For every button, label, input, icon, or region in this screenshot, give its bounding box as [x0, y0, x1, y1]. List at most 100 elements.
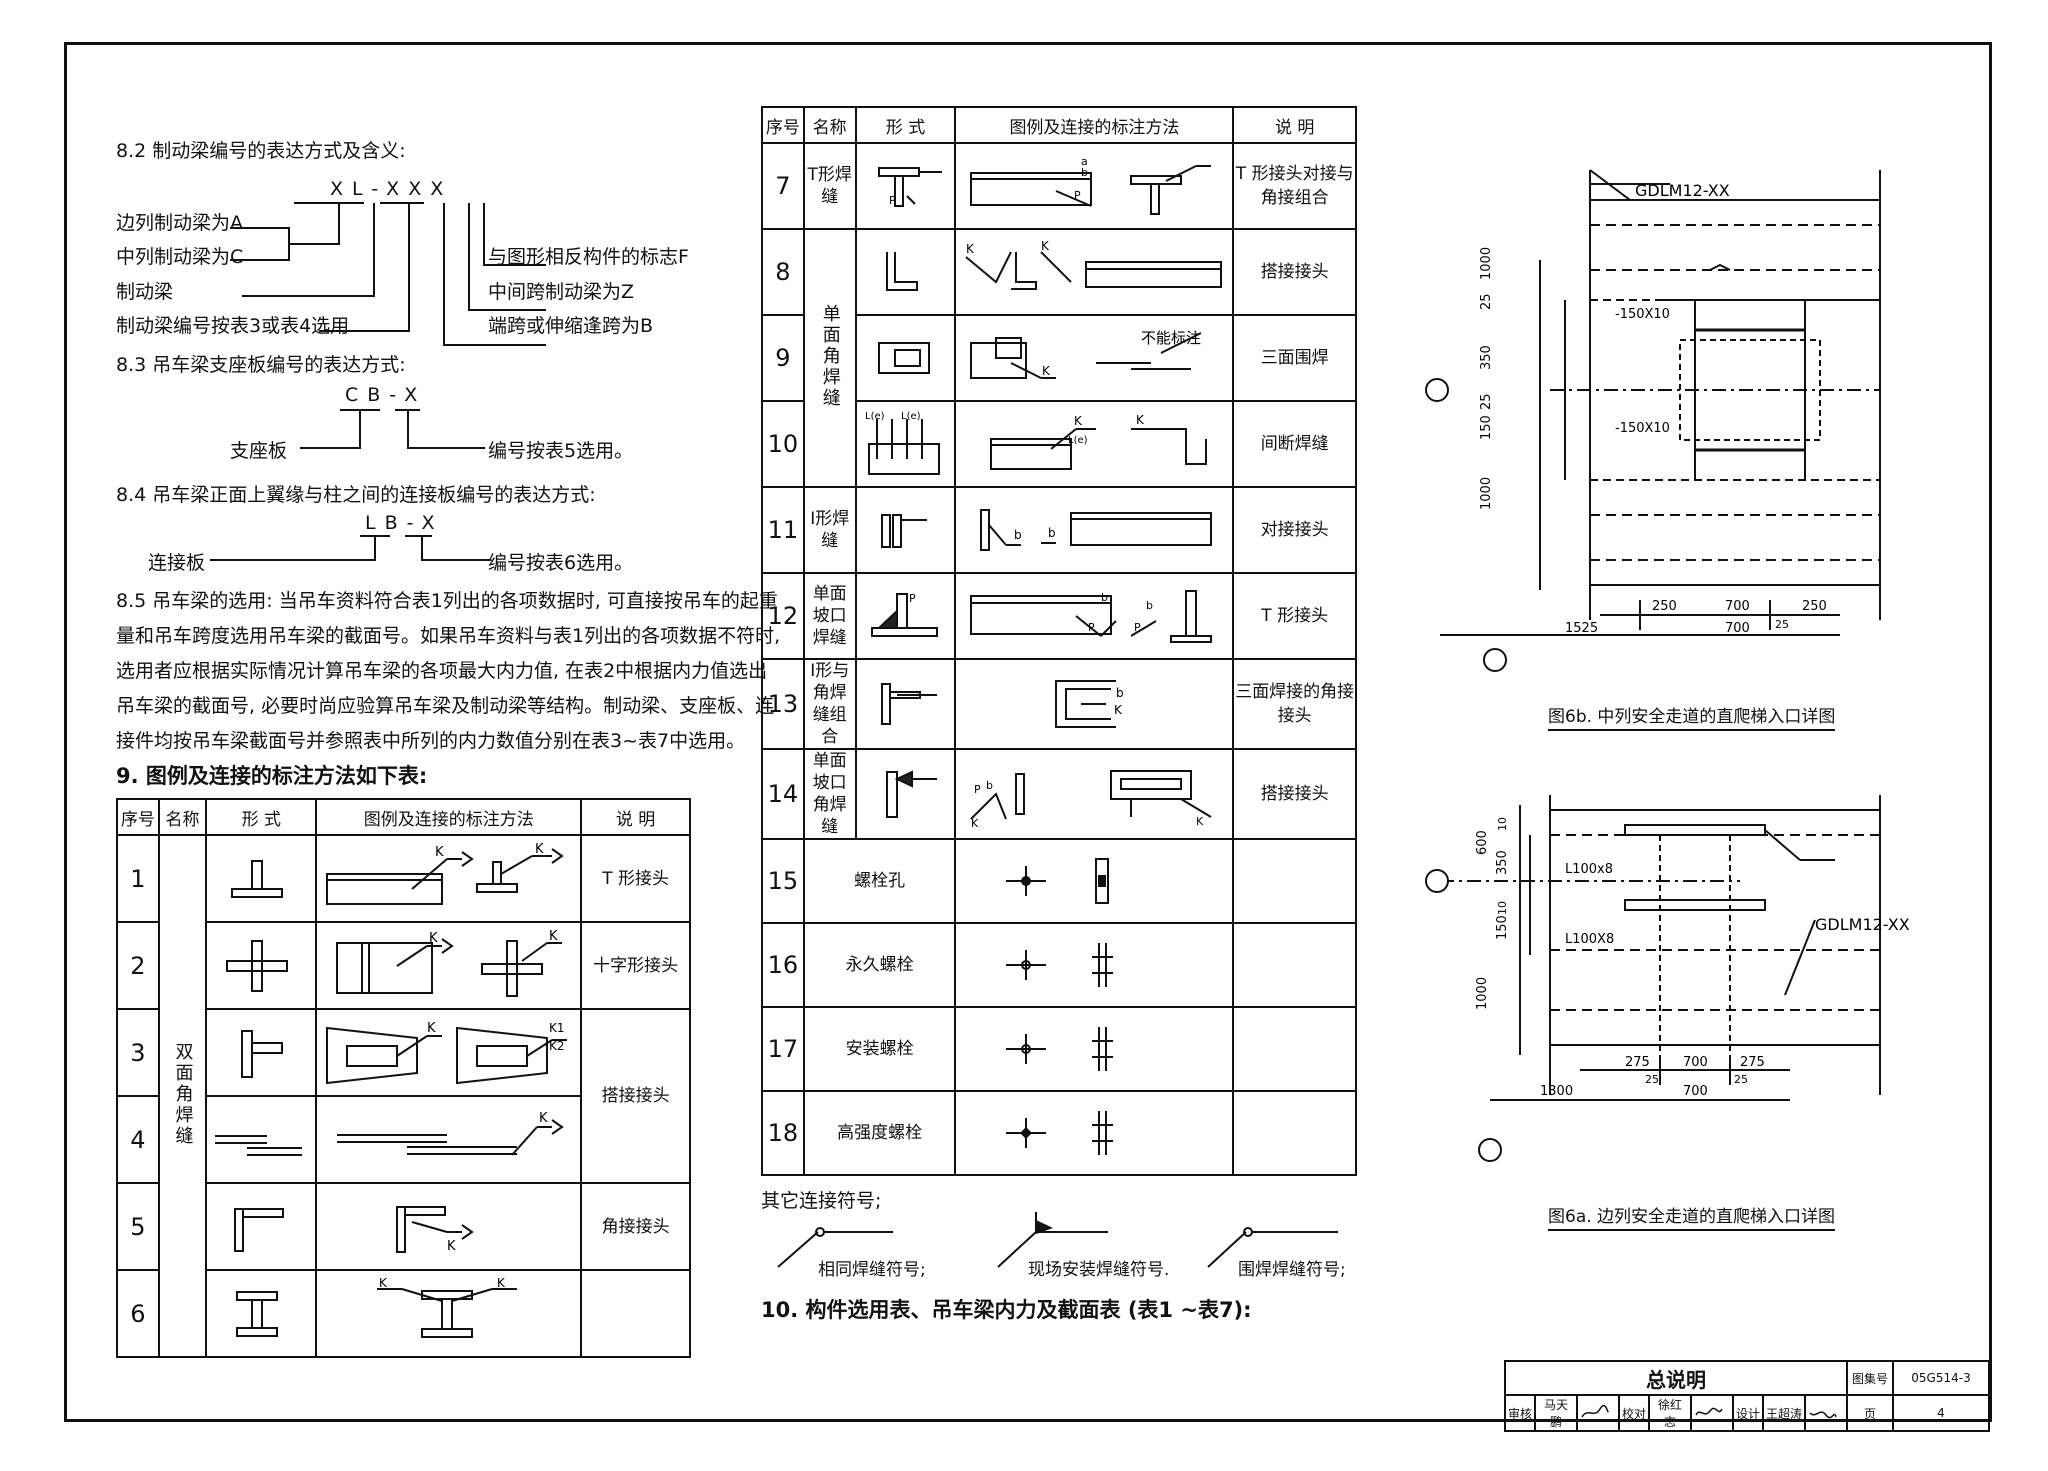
table-row: 4 K [116, 1095, 690, 1184]
dim-label: 25 [1645, 1073, 1659, 1086]
fig6b-plate-label: -150X10 [1615, 421, 1670, 436]
fig6a-caption: 图6a. 边列安全走道的直爬梯入口详图 [1548, 1202, 1836, 1231]
table-row: 5 K 角接接头 [116, 1182, 691, 1271]
col-header-no: 序号 [761, 106, 805, 144]
row-no: 2 [116, 921, 160, 1010]
row-name: 高强度螺栓 [802, 1090, 957, 1176]
no-mark-label: 不能标注 [1141, 329, 1201, 347]
dim-label: 150 [1495, 915, 1510, 940]
table-row: 18 高强度螺栓 [761, 1090, 1357, 1176]
title-block-title: 总说明 [1504, 1360, 1848, 1396]
k-label: K [971, 817, 979, 830]
s85-line-2: 量和吊车跨度选用吊车梁的截面号。如果吊车资料与表1列出的各项数据不符时, [116, 625, 781, 647]
k-label: K [1136, 413, 1145, 427]
fig6a-angle-label-2: L100X8 [1565, 932, 1614, 947]
s85-line-4: 吊车梁的截面号, 必要时尚应验算吊车梁及制动梁等结构。制动梁、支座板、连 [116, 695, 775, 717]
method-sketch: K [315, 1095, 583, 1184]
s82-right-1: 与图形相反构件的标志F [488, 246, 689, 268]
row-desc: 三面围焊 [1232, 314, 1357, 402]
dim-label: 350 [1479, 345, 1494, 370]
reviewer-signature [1575, 1394, 1620, 1432]
s9-title: 9. 图例及连接的标注方法如下表: [116, 764, 428, 788]
row-desc [580, 1269, 691, 1358]
atlas-number: 05G514-3 [1892, 1360, 1990, 1396]
row-name: 单面坡口角焊缝 [802, 748, 857, 840]
method-sketch: K [315, 1182, 583, 1271]
s82-left-3: 制动梁 [116, 281, 174, 303]
group-name-cell: 双面角焊缝 [157, 834, 208, 1358]
k2-label: K2 [549, 1039, 565, 1053]
dim-label: 1300 [1540, 1084, 1573, 1099]
col-header-no: 序号 [116, 798, 160, 836]
b-label: b [986, 779, 993, 792]
row-no: 3 [116, 1008, 160, 1097]
dim-label: 250 [1802, 599, 1827, 614]
check-label: 校对 [1617, 1394, 1650, 1432]
review-label: 审核 [1504, 1394, 1536, 1432]
form-sketch: L(e)L(e) [854, 400, 957, 488]
form-sketch [205, 834, 318, 923]
s83-code: CB-X [345, 384, 427, 406]
row-no: 5 [116, 1182, 160, 1271]
dim-label: 350 [1495, 850, 1510, 875]
row-no: 13 [761, 658, 805, 750]
b-label: b [1048, 526, 1056, 540]
same-weld-symbol-label: 相同焊缝符号; [818, 1260, 926, 1280]
table-row: 16 永久螺栓 [761, 922, 1357, 1008]
row-no: 8 [761, 228, 805, 316]
dim-label: 10 [1496, 901, 1509, 915]
p-label: P [974, 783, 981, 796]
row-no: 10 [761, 400, 805, 488]
page-number: 4 [1892, 1394, 1990, 1432]
s82-title: 8.2 制动梁编号的表达方式及含义: [116, 140, 406, 162]
form-sketch [854, 658, 957, 750]
k-label: K [429, 931, 438, 946]
form-sketch [205, 1008, 318, 1097]
dim-label: 25 [1479, 393, 1494, 410]
s82-left-2: 中列制动梁为C [116, 246, 244, 268]
k-label: K [1196, 815, 1204, 828]
row-desc [1232, 838, 1357, 924]
dim-label: 700 [1725, 621, 1750, 636]
b-label: b [1146, 599, 1153, 612]
col-header-name: 名称 [802, 106, 857, 144]
form-sketch [205, 1095, 318, 1184]
s83-leader-lines [300, 409, 485, 449]
k-label: K [1042, 364, 1051, 378]
b-label: b [1081, 166, 1088, 179]
row-desc [1232, 1006, 1357, 1092]
s82-right-3: 端跨或伸缩逢跨为B [488, 315, 654, 337]
row-desc: 对接接头 [1232, 486, 1357, 574]
s83-title: 8.3 吊车梁支座板编号的表达方式: [116, 354, 406, 376]
form-sketch [205, 1269, 318, 1358]
k-label: K [497, 1276, 506, 1290]
form-sketch: P [854, 572, 957, 660]
s84-leader-lines [210, 535, 490, 561]
k-label: K [1041, 239, 1050, 253]
title-block: 总说明 图集号 05G514-3 审核 马天鹏 校对 徐红志 设计 王超涛 页 … [1504, 1360, 1990, 1432]
b-label: b [1116, 686, 1124, 700]
method-sketch [954, 922, 1235, 1008]
k-label: K [1074, 414, 1083, 428]
row-no: 17 [761, 1006, 805, 1092]
row-no: 9 [761, 314, 805, 402]
row-desc [1232, 1090, 1357, 1176]
fig6b-plate-label: -150X10 [1615, 307, 1670, 322]
row-no: 16 [761, 922, 805, 1008]
s82-left-1: 边列制动梁为A [116, 212, 243, 234]
table-row: 15 螺栓孔 [761, 838, 1357, 924]
other-symbols-sketch [777, 1212, 1338, 1268]
row-name: 永久螺栓 [802, 922, 957, 1008]
